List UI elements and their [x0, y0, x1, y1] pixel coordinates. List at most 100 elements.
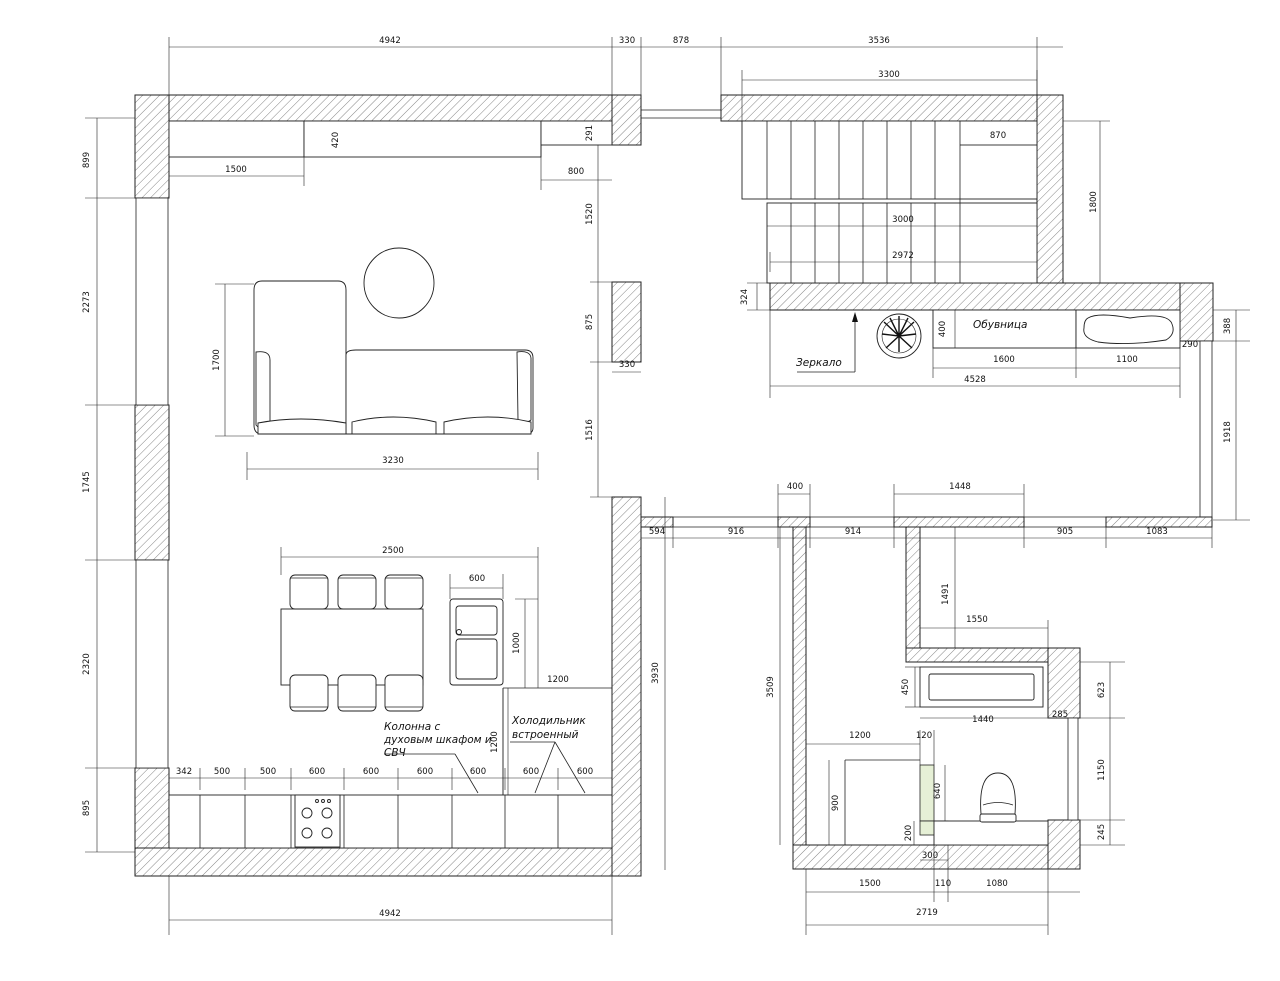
dim-bath-1080: 1080 — [986, 879, 1008, 889]
dim-top-3536: 3536 — [868, 36, 890, 46]
dim-stairs-3000: 3000 — [892, 215, 914, 225]
dim-top-330: 330 — [619, 36, 635, 46]
wall-pillar-mid — [611, 281, 642, 363]
dim-k-500b: 500 — [260, 767, 276, 777]
dim-k-500a: 500 — [214, 767, 230, 777]
plant — [876, 313, 922, 359]
dim-wall-594: 594 — [649, 527, 665, 537]
wall-right-stairs — [1036, 94, 1064, 284]
wall-bath-inner — [905, 526, 921, 663]
wall-top-stairs — [720, 94, 1064, 122]
dim-stairs-1800: 1800 — [1089, 191, 1099, 213]
partition — [919, 764, 935, 822]
dim-top-4942: 4942 — [379, 36, 401, 46]
dim-k-342: 342 — [176, 767, 192, 777]
label-column-line3: СВЧ — [384, 747, 406, 759]
dim-k-600a: 600 — [309, 767, 325, 777]
dim-hall-1100: 1100 — [1116, 355, 1138, 365]
dim-bath-3509: 3509 — [766, 676, 776, 698]
dim-table-600: 600 — [469, 574, 485, 584]
label-fridge-line2: встроенный — [512, 729, 579, 741]
label-fridge-line1: Холодильник — [511, 715, 586, 727]
wall-bath-bottom — [792, 844, 1081, 870]
dim-shelf-1500: 1500 — [225, 165, 247, 175]
wall-right-kitchen — [611, 496, 642, 877]
dim-hall-400b: 400 — [787, 482, 803, 492]
dim-mid-330: 330 — [619, 360, 635, 370]
dim-shelf-420: 420 — [331, 132, 341, 148]
dim-mid-875: 875 — [585, 314, 595, 330]
wall-shelf-left — [168, 120, 305, 158]
dim-shelf-800: 800 — [568, 167, 584, 177]
wall-corr-a — [640, 516, 674, 528]
label-column-line1: Колонна с — [384, 721, 441, 733]
dim-bath-623: 623 — [1097, 682, 1107, 698]
dim-left-2273: 2273 — [82, 291, 92, 313]
dim-sink-1000: 1000 — [512, 632, 522, 654]
dim-k-600d: 600 — [470, 767, 486, 777]
window-left-lower — [135, 559, 169, 769]
dim-hall-4528: 4528 — [964, 375, 986, 385]
dining-table — [280, 608, 424, 686]
kitchen-counter — [168, 794, 613, 849]
wall-corr-d — [1105, 516, 1213, 528]
wall-left-mid — [134, 404, 170, 561]
dim-mid-1516: 1516 — [585, 419, 595, 441]
shoe-rack — [932, 309, 1077, 349]
dim-sofa-1700: 1700 — [212, 349, 222, 371]
dim-hall-1448: 1448 — [949, 482, 971, 492]
kitchen-cabinets — [199, 795, 559, 848]
dim-wall-1083: 1083 — [1146, 527, 1168, 537]
wall-hall-top — [769, 282, 1214, 311]
dim-bath-900: 900 — [831, 795, 841, 811]
window-bath — [1067, 717, 1079, 821]
walls — [134, 94, 1214, 877]
cooktop — [294, 794, 341, 848]
dim-sofa-3230: 3230 — [382, 456, 404, 466]
wall-shelf-mid — [303, 120, 542, 158]
dim-bath-450: 450 — [901, 679, 911, 695]
wall-hall-corner — [1179, 282, 1214, 342]
dim-shelf-291: 291 — [585, 125, 595, 141]
dim-wall-905: 905 — [1057, 527, 1073, 537]
dim-bath-1550: 1550 — [966, 615, 988, 625]
wall-corr-b — [777, 516, 811, 528]
dim-bath-640: 640 — [933, 783, 943, 799]
toilet — [979, 772, 1017, 823]
wall-bottom — [134, 847, 642, 877]
dim-hall-324: 324 — [740, 289, 750, 305]
dim-stairs-2972: 2972 — [892, 251, 914, 261]
dim-bath-2719: 2719 — [916, 908, 938, 918]
wall-bath-right-bottom — [1047, 819, 1081, 870]
dim-bath-110: 110 — [935, 879, 951, 889]
dim-bath-245: 245 — [1097, 824, 1107, 840]
wall-shelf-right — [540, 120, 613, 146]
chairs — [289, 574, 424, 712]
wall-top-pillar — [611, 94, 642, 146]
dim-mid-1520: 1520 — [585, 203, 595, 225]
wall-corr-c — [893, 516, 1025, 528]
installation-frame — [933, 820, 1049, 846]
dim-bath-1200: 1200 — [849, 731, 871, 741]
dim-left-899: 899 — [82, 152, 92, 168]
dim-left-895: 895 — [82, 800, 92, 816]
dim-top-878: 878 — [673, 36, 689, 46]
dim-hall-388: 388 — [1223, 318, 1233, 334]
wall-bath-left — [792, 526, 807, 870]
dim-k-600c: 600 — [417, 767, 433, 777]
window-left-upper — [135, 197, 169, 406]
staircase — [741, 120, 1038, 284]
dim-hall-290: 290 — [1182, 340, 1198, 350]
dim-bath-200: 200 — [904, 825, 914, 841]
dim-wall-914: 914 — [845, 527, 861, 537]
round-coffee-table — [363, 247, 435, 319]
dim-bottom-4942: 4942 — [379, 909, 401, 919]
dim-kitchen-1200: 1200 — [547, 675, 569, 685]
sofa — [253, 280, 534, 435]
dim-hall-400: 400 — [938, 321, 948, 337]
dim-k-600e: 600 — [523, 767, 539, 777]
dim-hall-1918: 1918 — [1223, 421, 1233, 443]
label-column-line2: духовым шкафом и — [383, 734, 492, 746]
dim-left-2320: 2320 — [82, 653, 92, 675]
